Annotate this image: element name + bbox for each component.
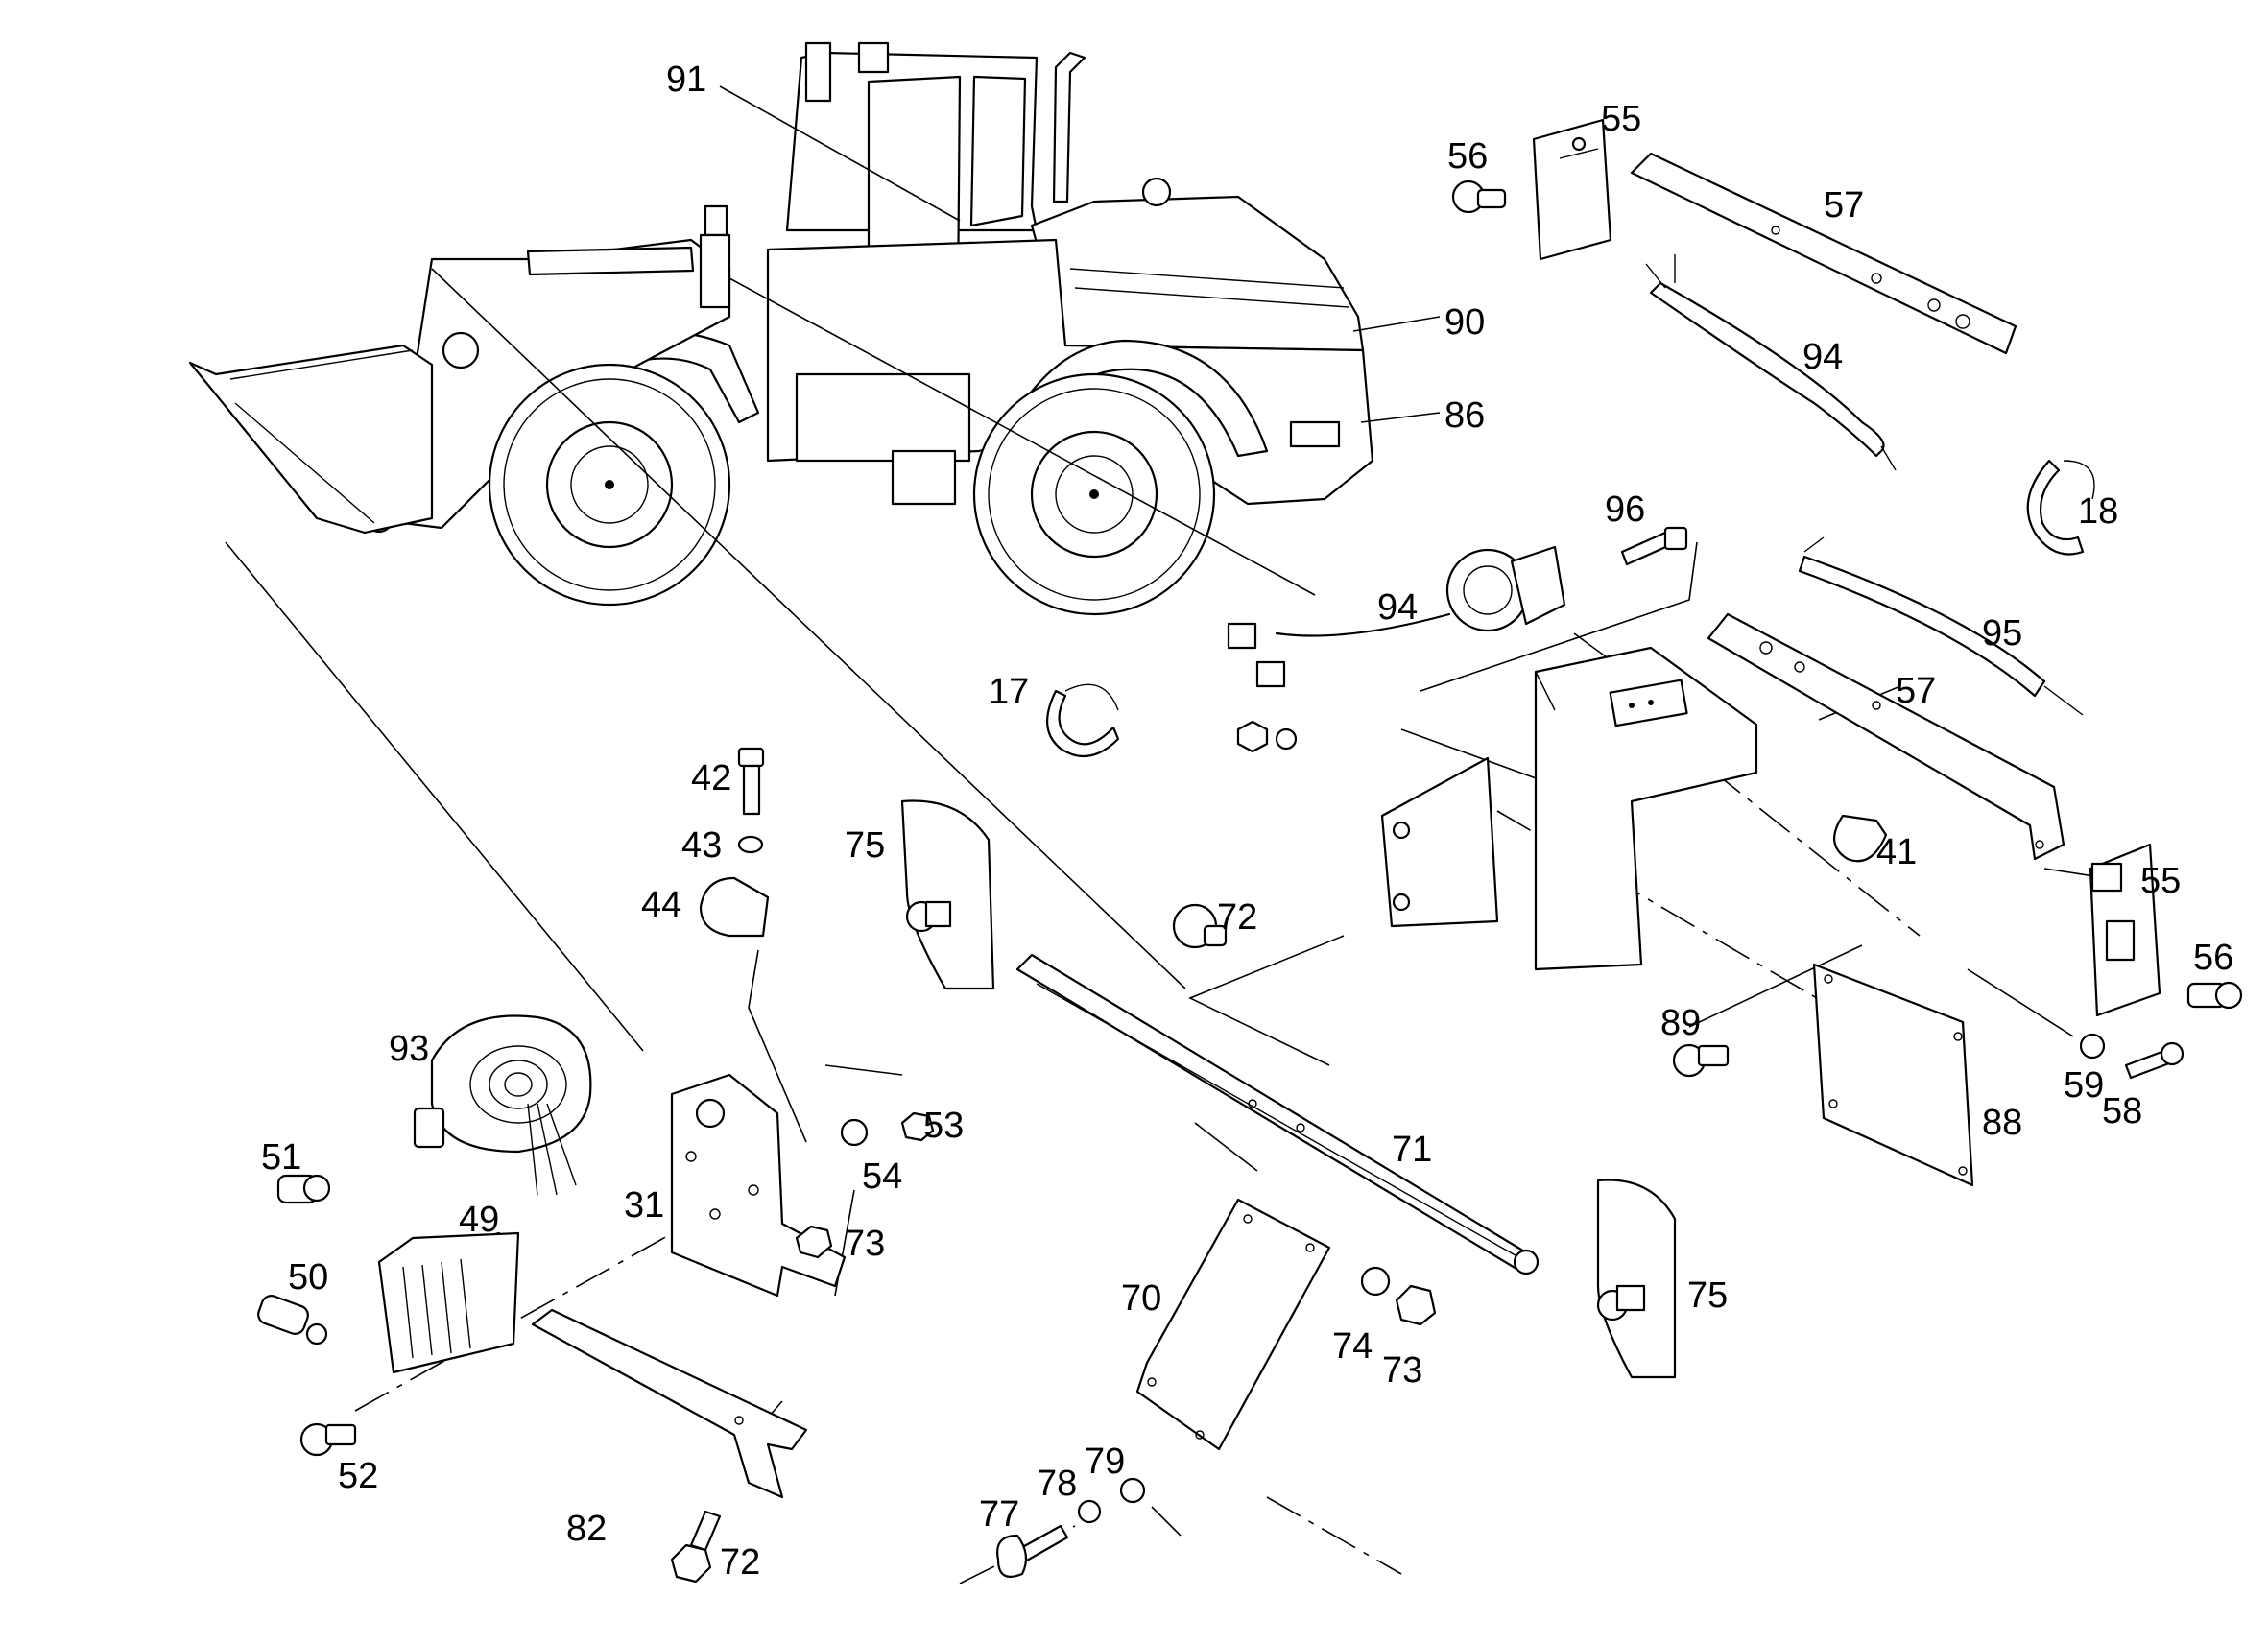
label-75-upper: 75	[845, 825, 885, 866]
connector-94-lower	[1227, 545, 1566, 688]
wheel-loader	[188, 41, 1374, 616]
bulb-51	[276, 1174, 331, 1204]
label-50: 50	[288, 1257, 328, 1298]
label-52: 52	[338, 1456, 378, 1496]
label-89: 89	[1660, 1003, 1701, 1043]
label-59: 59	[2064, 1065, 2104, 1106]
wing-bolt-77	[996, 1524, 1069, 1578]
label-31: 31	[624, 1185, 664, 1226]
bulb-50	[257, 1295, 328, 1346]
mount-bracket	[1380, 646, 1758, 971]
label-41: 41	[1876, 832, 1917, 872]
label-54: 54	[862, 1156, 902, 1197]
label-70: 70	[1121, 1278, 1161, 1319]
centerlines	[354, 728, 1921, 1584]
washer-54	[840, 1118, 869, 1147]
label-72-lower: 72	[720, 1542, 760, 1583]
label-55-upper: 55	[1601, 99, 1641, 139]
label-88: 88	[1982, 1103, 2022, 1143]
lamp-49	[377, 1231, 520, 1374]
label-57-lower: 57	[1896, 671, 1936, 711]
washer-59	[2079, 1033, 2106, 1060]
harness-95	[1798, 536, 2084, 716]
screw-96	[1620, 526, 1688, 566]
nut-73-lower	[1395, 1284, 1437, 1326]
lamp-55-upper	[1532, 118, 1612, 261]
label-94-upper: 94	[1802, 337, 1843, 377]
bulb-56-lower	[2186, 981, 2243, 1010]
nut-73-upper	[795, 1225, 833, 1259]
label-95: 95	[1982, 613, 2022, 654]
washer-78	[1077, 1499, 1102, 1524]
bracket-70	[1135, 1198, 1331, 1451]
rod-71	[1015, 953, 1540, 1275]
label-56-lower: 56	[2193, 938, 2233, 978]
label-18: 18	[2078, 491, 2118, 532]
screw-89	[1672, 1043, 1730, 1078]
label-42: 42	[691, 758, 731, 798]
lamp-55-lower	[2089, 843, 2161, 1017]
plate-88	[1812, 963, 1974, 1187]
label-57-upper: 57	[1824, 185, 1864, 226]
clip-44	[699, 876, 770, 938]
bracket-57-lower	[1707, 612, 2065, 861]
label-73-lower: 73	[1382, 1350, 1422, 1391]
label-75-lower: 75	[1687, 1275, 1728, 1316]
label-78: 78	[1037, 1464, 1077, 1504]
bulb-56-upper	[1451, 179, 1507, 214]
label-71: 71	[1392, 1130, 1432, 1170]
label-94-lower: 94	[1377, 587, 1418, 628]
label-55-lower: 55	[2140, 861, 2181, 901]
washer-74	[1360, 1266, 1391, 1297]
label-73-upper: 73	[845, 1224, 885, 1264]
rear-wheel	[972, 372, 1216, 616]
clip-41	[1833, 814, 1888, 863]
label-51: 51	[261, 1137, 301, 1178]
label-44: 44	[641, 885, 681, 925]
nut-washer	[1236, 720, 1298, 753]
bracket-31	[670, 1073, 847, 1298]
label-90: 90	[1444, 302, 1485, 343]
mirror-75-lower	[1596, 1179, 1677, 1379]
label-43: 43	[681, 825, 722, 866]
washer-43	[737, 835, 764, 854]
label-49: 49	[459, 1200, 499, 1240]
label-79: 79	[1085, 1441, 1125, 1482]
label-53: 53	[923, 1106, 964, 1146]
callout-labels: 91 55 56 57 90 94 86 18 96 94 95 17 57 4…	[261, 60, 2233, 1583]
bracket-57-upper	[1630, 152, 2017, 355]
label-91: 91	[666, 60, 706, 100]
bolt-42	[737, 747, 765, 816]
clamp-18	[2026, 459, 2095, 556]
label-86: 86	[1444, 395, 1485, 436]
knob-72-upper	[1172, 903, 1228, 949]
nut-53	[900, 1111, 935, 1142]
label-77: 77	[979, 1494, 1019, 1535]
clamp-17	[1046, 683, 1120, 758]
label-58: 58	[2102, 1091, 2142, 1132]
front-wheel	[488, 363, 731, 607]
cable-93	[413, 1014, 592, 1196]
label-74: 74	[1332, 1326, 1373, 1367]
mirror-75-upper	[900, 799, 995, 990]
label-72-upper: 72	[1217, 897, 1257, 938]
harness-94-upper	[1645, 254, 1897, 471]
bolt-72-lower	[670, 1510, 722, 1584]
screw-52	[299, 1422, 357, 1457]
label-17: 17	[989, 672, 1029, 712]
plate-82	[531, 1308, 808, 1499]
label-96: 96	[1605, 489, 1645, 530]
screw-58	[2124, 1041, 2184, 1080]
washer-79	[1119, 1477, 1146, 1504]
label-93: 93	[389, 1029, 429, 1069]
label-82: 82	[566, 1509, 607, 1549]
label-56-upper: 56	[1447, 136, 1488, 177]
